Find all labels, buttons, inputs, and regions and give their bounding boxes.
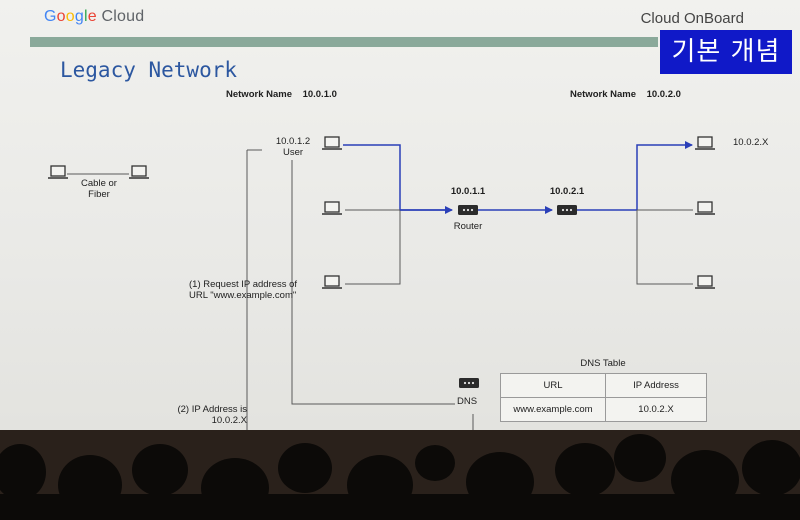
dns-server-icon xyxy=(459,378,479,388)
table-row: www.example.com 10.0.2.X xyxy=(500,397,707,422)
route-to-destination xyxy=(636,141,693,210)
table-cell-ip: 10.0.2.X xyxy=(605,397,707,422)
presentation-slide: Google Cloud Cloud OnBoard Legacy Networ… xyxy=(0,0,800,450)
laptop-icon xyxy=(321,275,343,289)
host-link xyxy=(636,210,693,285)
laptop-icon xyxy=(47,165,69,179)
logo-text: Cloud xyxy=(101,8,145,25)
cable-label: Cable or Fiber xyxy=(81,178,117,200)
router-label: Router xyxy=(453,221,483,232)
laptop-icon xyxy=(694,201,716,215)
destination-laptop-icon xyxy=(694,136,716,150)
router-2-ip: 10.0.2.1 xyxy=(549,186,585,197)
router-1-ip: 10.0.1.1 xyxy=(450,186,486,197)
network-diagram xyxy=(47,136,716,438)
audience-silhouettes xyxy=(0,430,800,520)
network-1-label: Network Name 10.0.1.0 xyxy=(226,89,337,100)
router-icon xyxy=(557,205,577,215)
dns-request-path xyxy=(291,160,455,405)
column-header: IP Address xyxy=(605,373,707,398)
dns-table: URL IP Address www.example.com 10.0.2.X xyxy=(500,373,707,422)
router-icon xyxy=(458,205,478,215)
dns-step-1: (1) Request IP address of URL "www.examp… xyxy=(189,279,298,301)
logo-mark: Google xyxy=(44,8,97,25)
host-link xyxy=(345,210,401,285)
table-header-row: URL IP Address xyxy=(500,373,707,398)
laptop-icon xyxy=(128,165,150,179)
slide-title: Legacy Network xyxy=(60,58,238,82)
column-header: URL xyxy=(500,373,606,398)
table-cell-url: www.example.com xyxy=(500,397,606,422)
laptop-icon xyxy=(694,275,716,289)
korean-caption: 기본 개념 xyxy=(660,30,792,74)
dns-table-title: DNS Table xyxy=(580,358,626,369)
destination-ip: 10.0.2.X xyxy=(733,137,769,148)
user-to-router-link xyxy=(343,144,450,211)
laptop-icon xyxy=(321,201,343,215)
dns-step-2: (2) IP Address is 10.0.2.X xyxy=(177,404,247,426)
event-name: Cloud OnBoard xyxy=(640,10,744,27)
user-label: 10.0.1.2 User xyxy=(275,136,311,158)
user-laptop-icon xyxy=(321,136,343,150)
accent-bar xyxy=(30,37,658,47)
network-2-label: Network Name 10.0.2.0 xyxy=(570,89,681,100)
dns-label: DNS xyxy=(457,396,478,407)
google-cloud-logo: Google Cloud xyxy=(44,8,144,26)
